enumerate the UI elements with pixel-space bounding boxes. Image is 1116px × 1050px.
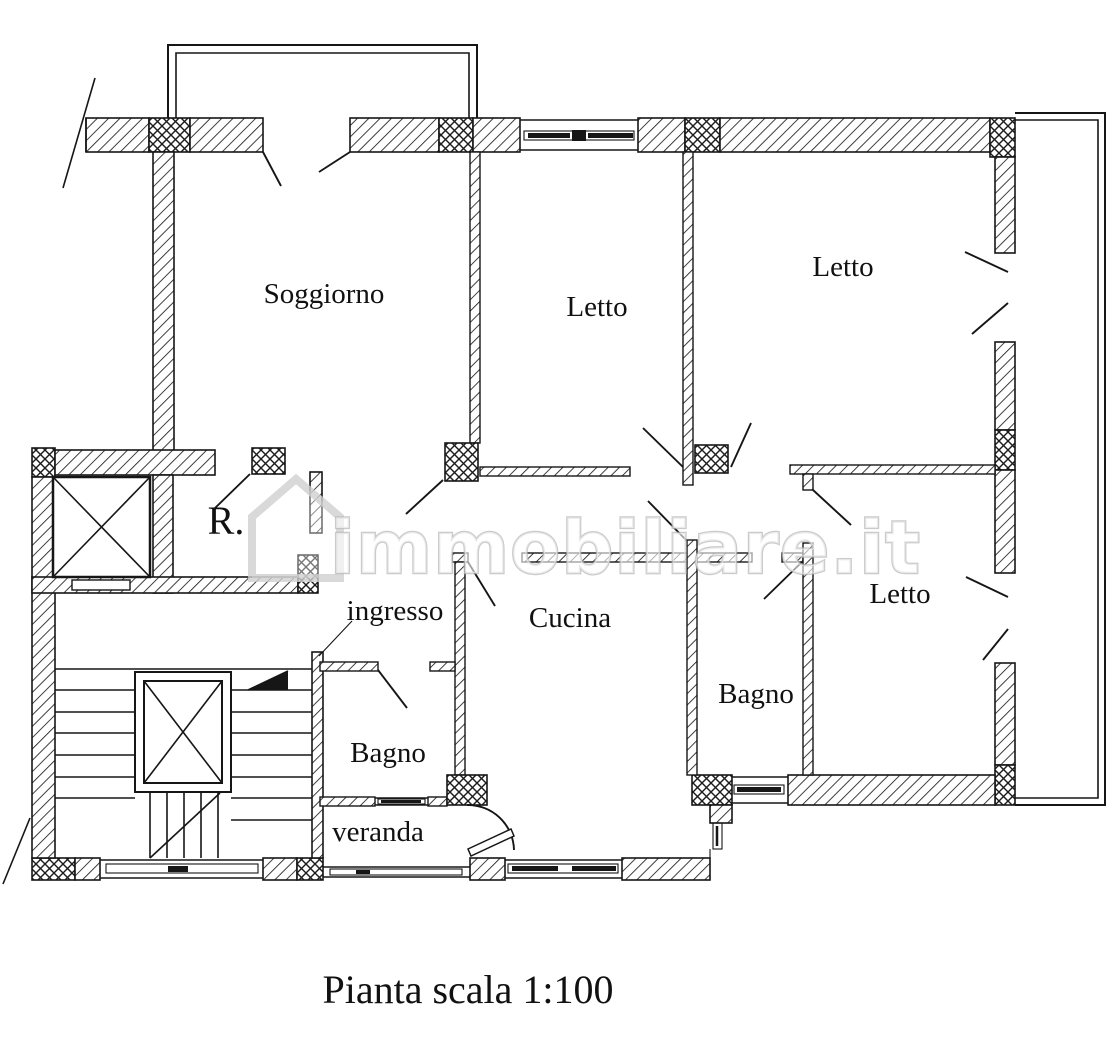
soggiorno-door-leaf [405, 479, 444, 515]
veranda-door-leaf [467, 827, 515, 858]
plan-caption: Pianta scala 1:100 [322, 967, 613, 1012]
watermark-text: immobiliare.it [330, 506, 921, 591]
room-labels: Soggiorno Letto Letto Letto Cucina Bagno… [208, 251, 931, 848]
corridor-door-leaf [647, 500, 688, 542]
room-label-bagno-2: Bagno [718, 678, 794, 710]
letto1-door-leaf [642, 427, 684, 468]
window-bagno1-south [375, 797, 428, 806]
stair-direction-arrow [247, 670, 289, 691]
window-staircase-south [100, 859, 263, 879]
windows [100, 119, 788, 879]
room-label-veranda: veranda [332, 816, 424, 848]
exterior-walls [31, 117, 1016, 881]
letto3-door-leaf [812, 489, 852, 526]
bagno2-door-leaf [763, 560, 804, 600]
veranda-door-arc [466, 804, 515, 851]
window-top-letto1 [520, 119, 638, 151]
room-label-cucina: Cucina [529, 602, 611, 634]
letto3-window-swing-b [982, 628, 1009, 661]
room-label-bagno-1: Bagno [350, 737, 426, 769]
section-cut-marks [2, 77, 96, 885]
bagno1-door-leaf [377, 669, 408, 709]
window-veranda-south [323, 866, 470, 878]
window-bagno2-south [732, 776, 788, 804]
balcony-door-leaf-right [318, 151, 351, 173]
staircase [55, 668, 312, 859]
window-jog [709, 822, 723, 858]
window-cucina-south [505, 859, 622, 879]
shaft-upper-left [51, 475, 152, 579]
room-label-letto-1: Letto [566, 291, 627, 323]
stair-treads-left [55, 689, 135, 799]
room-label-ripostiglio: R. [208, 498, 245, 543]
letto2-window-swing-b [971, 302, 1009, 335]
room-label-soggiorno: Soggiorno [264, 278, 385, 310]
elevator [134, 671, 232, 793]
terrace-right [1015, 112, 1106, 806]
room-label-letto-3: Letto [869, 578, 930, 610]
watermark-house-icon [248, 473, 344, 582]
balcony-door-leaf-left [262, 151, 282, 187]
letto2-window-swing-a [964, 251, 1009, 273]
letto2-door-leaf [730, 422, 752, 468]
cucina-door-leaf [467, 561, 496, 607]
ripostiglio-door-leaf [213, 473, 251, 510]
interior-walls [31, 151, 996, 859]
letto3-window-swing-a [965, 576, 1009, 598]
balcony-top [167, 44, 478, 118]
stair-treads-bottom [149, 792, 221, 859]
room-label-ingresso: ingresso [347, 595, 444, 627]
doors [213, 151, 1009, 858]
room-label-letto-2: Letto [812, 251, 873, 283]
ingresso-leader-line [318, 620, 353, 657]
watermark: immobiliare.it [248, 473, 921, 592]
